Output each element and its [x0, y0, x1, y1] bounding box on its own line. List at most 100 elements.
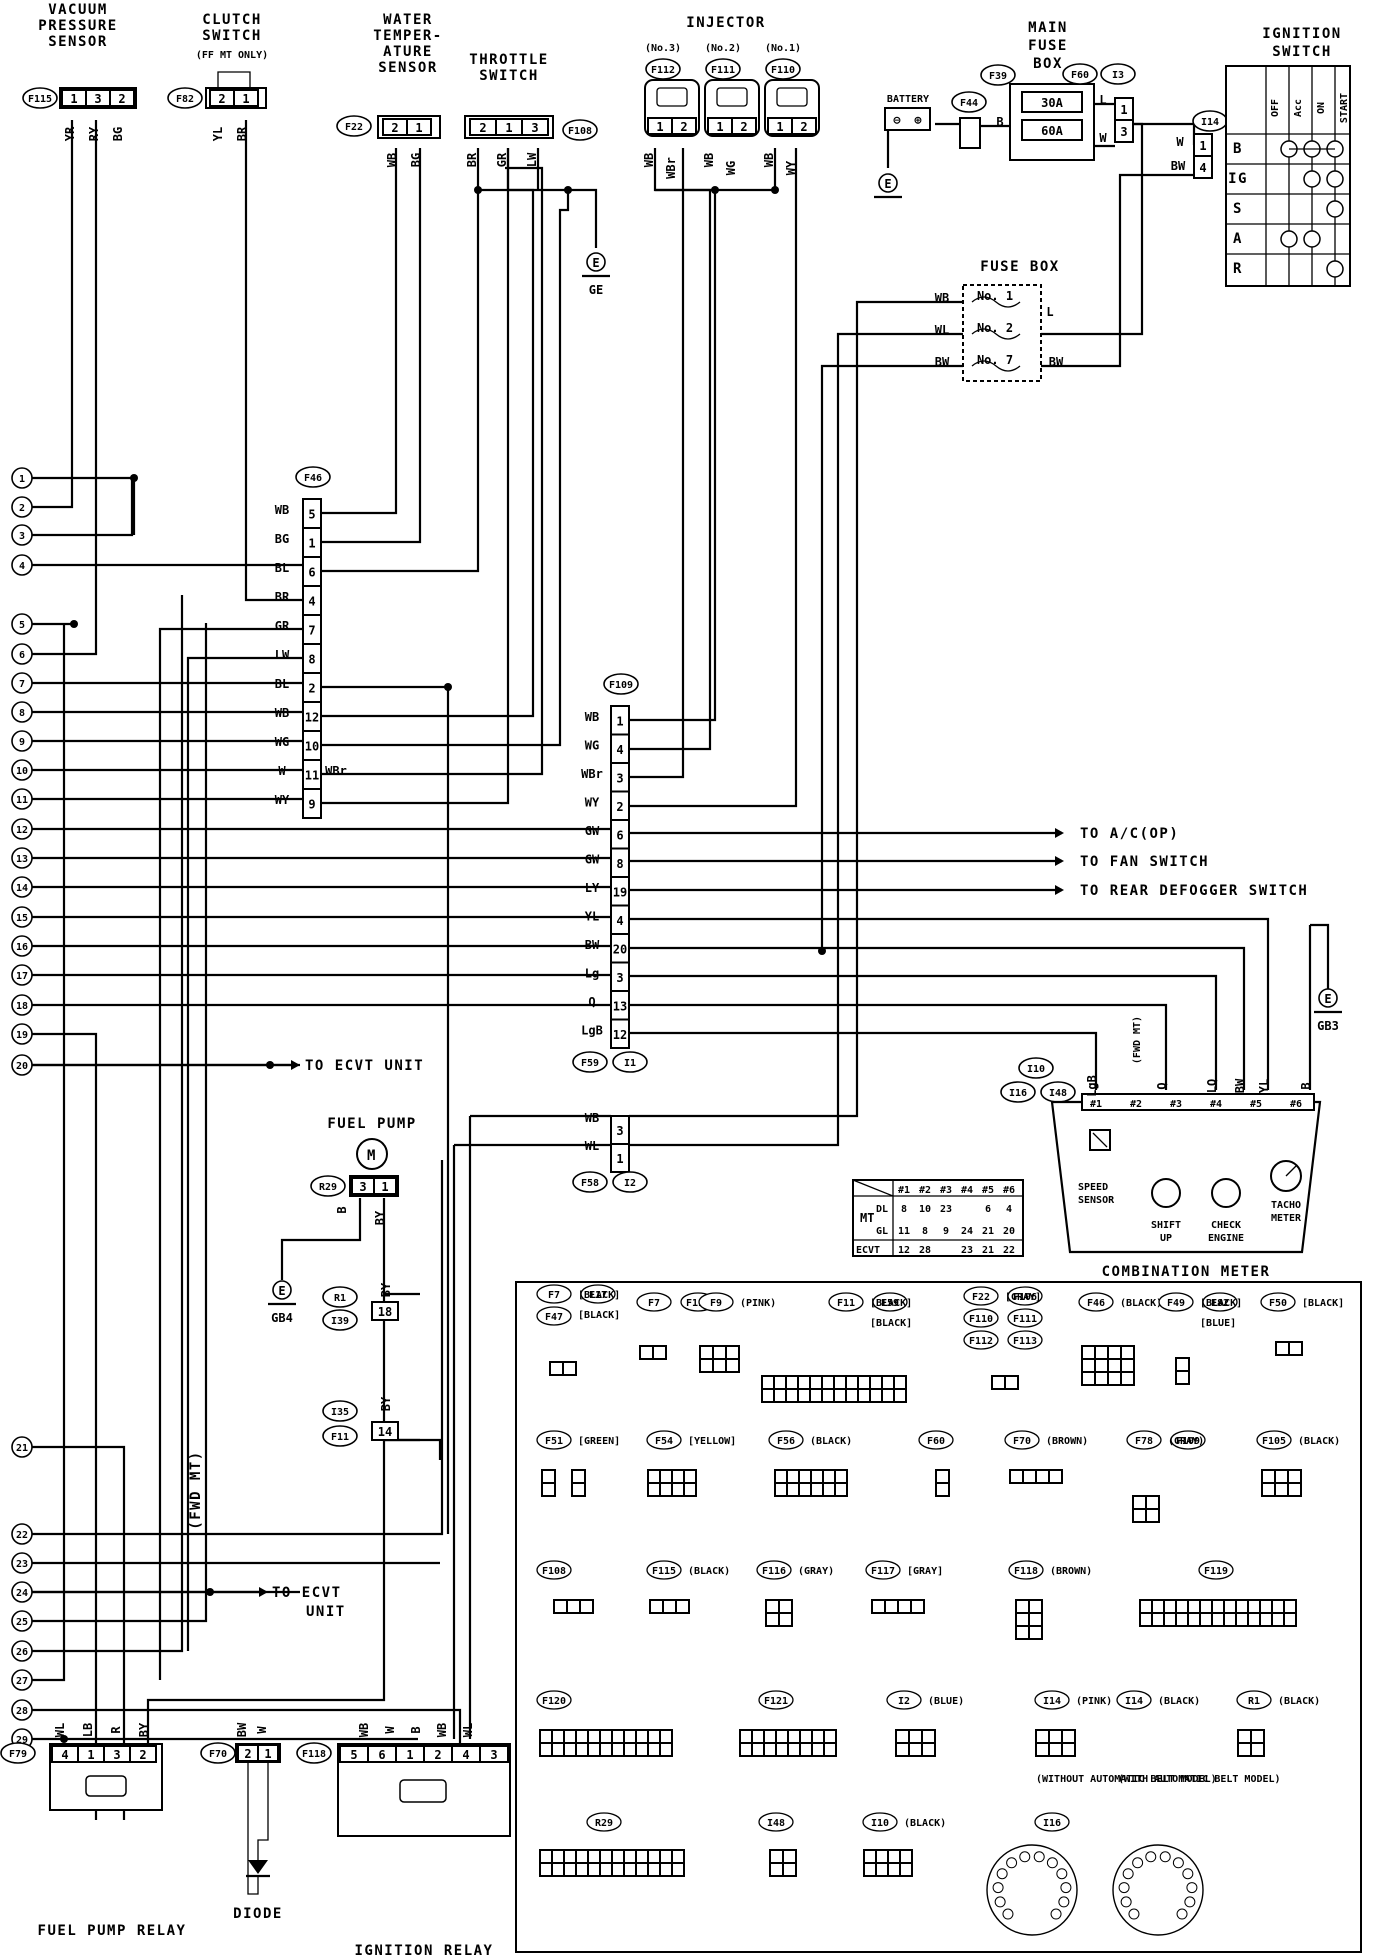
battery-label: BATTERY — [887, 94, 929, 105]
fuel-pump-relay-pin: 3 — [113, 1748, 120, 1762]
legend-pin — [1247, 1612, 1261, 1627]
f109-pin: 8 — [616, 857, 623, 871]
f46-tag — [295, 466, 331, 488]
legend-pin — [881, 1388, 895, 1403]
text-layer: 1234567891011121314151617181920212223242… — [9, 2, 1350, 1959]
wire-color-label: WB — [357, 1723, 371, 1737]
wire-throttle — [321, 188, 535, 718]
wire-color-label: WL — [935, 323, 949, 337]
legend-tag — [963, 1286, 999, 1306]
check-engine-label: CHECK — [1211, 1220, 1241, 1231]
circuit-number-text: 7 — [19, 679, 25, 690]
pin-cell — [791, 117, 817, 135]
ignition-relay-pin: 4 — [462, 1748, 469, 1762]
legend-pin — [623, 1729, 637, 1744]
circuit-number-text: 22 — [16, 1530, 28, 1541]
legend-pin — [761, 1375, 775, 1390]
legend-pin — [786, 1482, 800, 1497]
legend-tag-text: F105 — [1262, 1436, 1286, 1447]
wire-color-label: BY — [137, 1722, 151, 1737]
legend-pin — [875, 1862, 889, 1877]
f109-pin: 3 — [616, 771, 623, 785]
fuse-box-body — [962, 284, 1042, 382]
arrow-head — [1055, 828, 1064, 838]
wire-color-label: BR — [235, 126, 249, 141]
wire-fp-b — [280, 1198, 362, 1280]
throttle-switch-pin: 3 — [531, 121, 538, 135]
legend-pin — [1132, 1508, 1147, 1523]
meter-pin: #2 — [1130, 1099, 1142, 1110]
wire-bl — [321, 186, 480, 573]
legend-pin — [699, 1358, 714, 1373]
legend-pin — [810, 1482, 824, 1497]
ignition-contact — [1326, 200, 1344, 218]
wire-color-label: WB — [385, 153, 399, 167]
legend-pin — [751, 1729, 765, 1744]
pin-table-header: #6 — [1003, 1185, 1015, 1196]
injector-number: (No.3) — [645, 43, 681, 54]
legend-color: (PINK) — [740, 1298, 776, 1309]
wire-lg — [629, 974, 1218, 1090]
legend-tag — [758, 1690, 794, 1710]
wire-color-label: W — [1099, 131, 1107, 145]
i10-tag — [1018, 1057, 1054, 1079]
legend-plug-pin — [1172, 1857, 1184, 1869]
legend-pin — [811, 1742, 825, 1757]
wire-color-label: Q — [1155, 1082, 1169, 1089]
legend-pin — [579, 1599, 594, 1614]
ignition-column: Acc — [1293, 99, 1304, 117]
clutch-switch-pin: 2 — [218, 92, 225, 106]
legend-plug-pin — [1186, 1882, 1198, 1894]
legend-note: (WITH AUTOMATIC BELT MODEL) — [1118, 1774, 1281, 1785]
f109-pin: 1 — [616, 714, 623, 728]
ignition-contact — [1326, 260, 1344, 278]
legend-tag — [1004, 1430, 1040, 1450]
pin-cell — [302, 788, 322, 819]
legend-pin — [1287, 1469, 1302, 1484]
legend-plug-pin — [1050, 1908, 1062, 1920]
legend-pin — [539, 1742, 553, 1757]
legend-tag-text: F114 — [686, 1298, 710, 1309]
meter-connector — [1081, 1093, 1315, 1111]
legend-pin — [1163, 1599, 1177, 1614]
legend-pin — [1139, 1612, 1153, 1627]
i10-tag-text: I10 — [1027, 1064, 1045, 1075]
legend-pin — [1175, 1599, 1189, 1614]
legend-pin — [739, 1729, 753, 1744]
legend-pin — [611, 1729, 625, 1744]
fuse-box-title: FUSE BOX — [980, 259, 1059, 275]
ignition-relay-pin: 1 — [406, 1748, 413, 1762]
ignition-switch-pin: 1 — [1199, 139, 1206, 153]
legend-plug-pin — [1132, 1857, 1144, 1869]
legend-pin — [563, 1849, 577, 1864]
injector-tag-text: F110 — [771, 65, 795, 76]
legend-pin — [763, 1729, 777, 1744]
pin-table-value: 21 — [982, 1226, 994, 1237]
legend-color: (BROWN) — [1050, 1566, 1092, 1577]
wire-bg — [321, 148, 422, 544]
legend-pin — [811, 1729, 825, 1744]
legend-pin — [623, 1742, 637, 1757]
legend-pin — [611, 1742, 625, 1757]
check-engine-label: ENGINE — [1208, 1233, 1244, 1244]
ignition-relay-tag — [296, 1742, 332, 1764]
i39-tag — [322, 1309, 358, 1331]
legend-pin — [1028, 1625, 1043, 1640]
wire-color-label: LW — [525, 152, 539, 167]
wire-color-label: GR — [495, 152, 509, 167]
fuel-pump-title: FUEL PUMP — [327, 1116, 416, 1132]
circuit-number-text: 25 — [16, 1617, 28, 1628]
diode-pin: 1 — [264, 1747, 271, 1761]
wire-fb-bw2 — [1041, 173, 1194, 368]
circuit-number-text: 26 — [16, 1647, 28, 1658]
legend-tag-text: F22 — [972, 1292, 990, 1303]
legend-pin — [763, 1742, 777, 1757]
legend-pin — [551, 1729, 565, 1744]
injector-pin: 1 — [716, 120, 723, 134]
wire-color-label: W — [255, 1726, 269, 1734]
check-engine-lamp — [1211, 1178, 1241, 1208]
circuit-number-text: 23 — [16, 1559, 28, 1570]
legend-pin — [1035, 1729, 1050, 1744]
legend-pin — [785, 1388, 799, 1403]
splice-dot — [474, 186, 482, 194]
